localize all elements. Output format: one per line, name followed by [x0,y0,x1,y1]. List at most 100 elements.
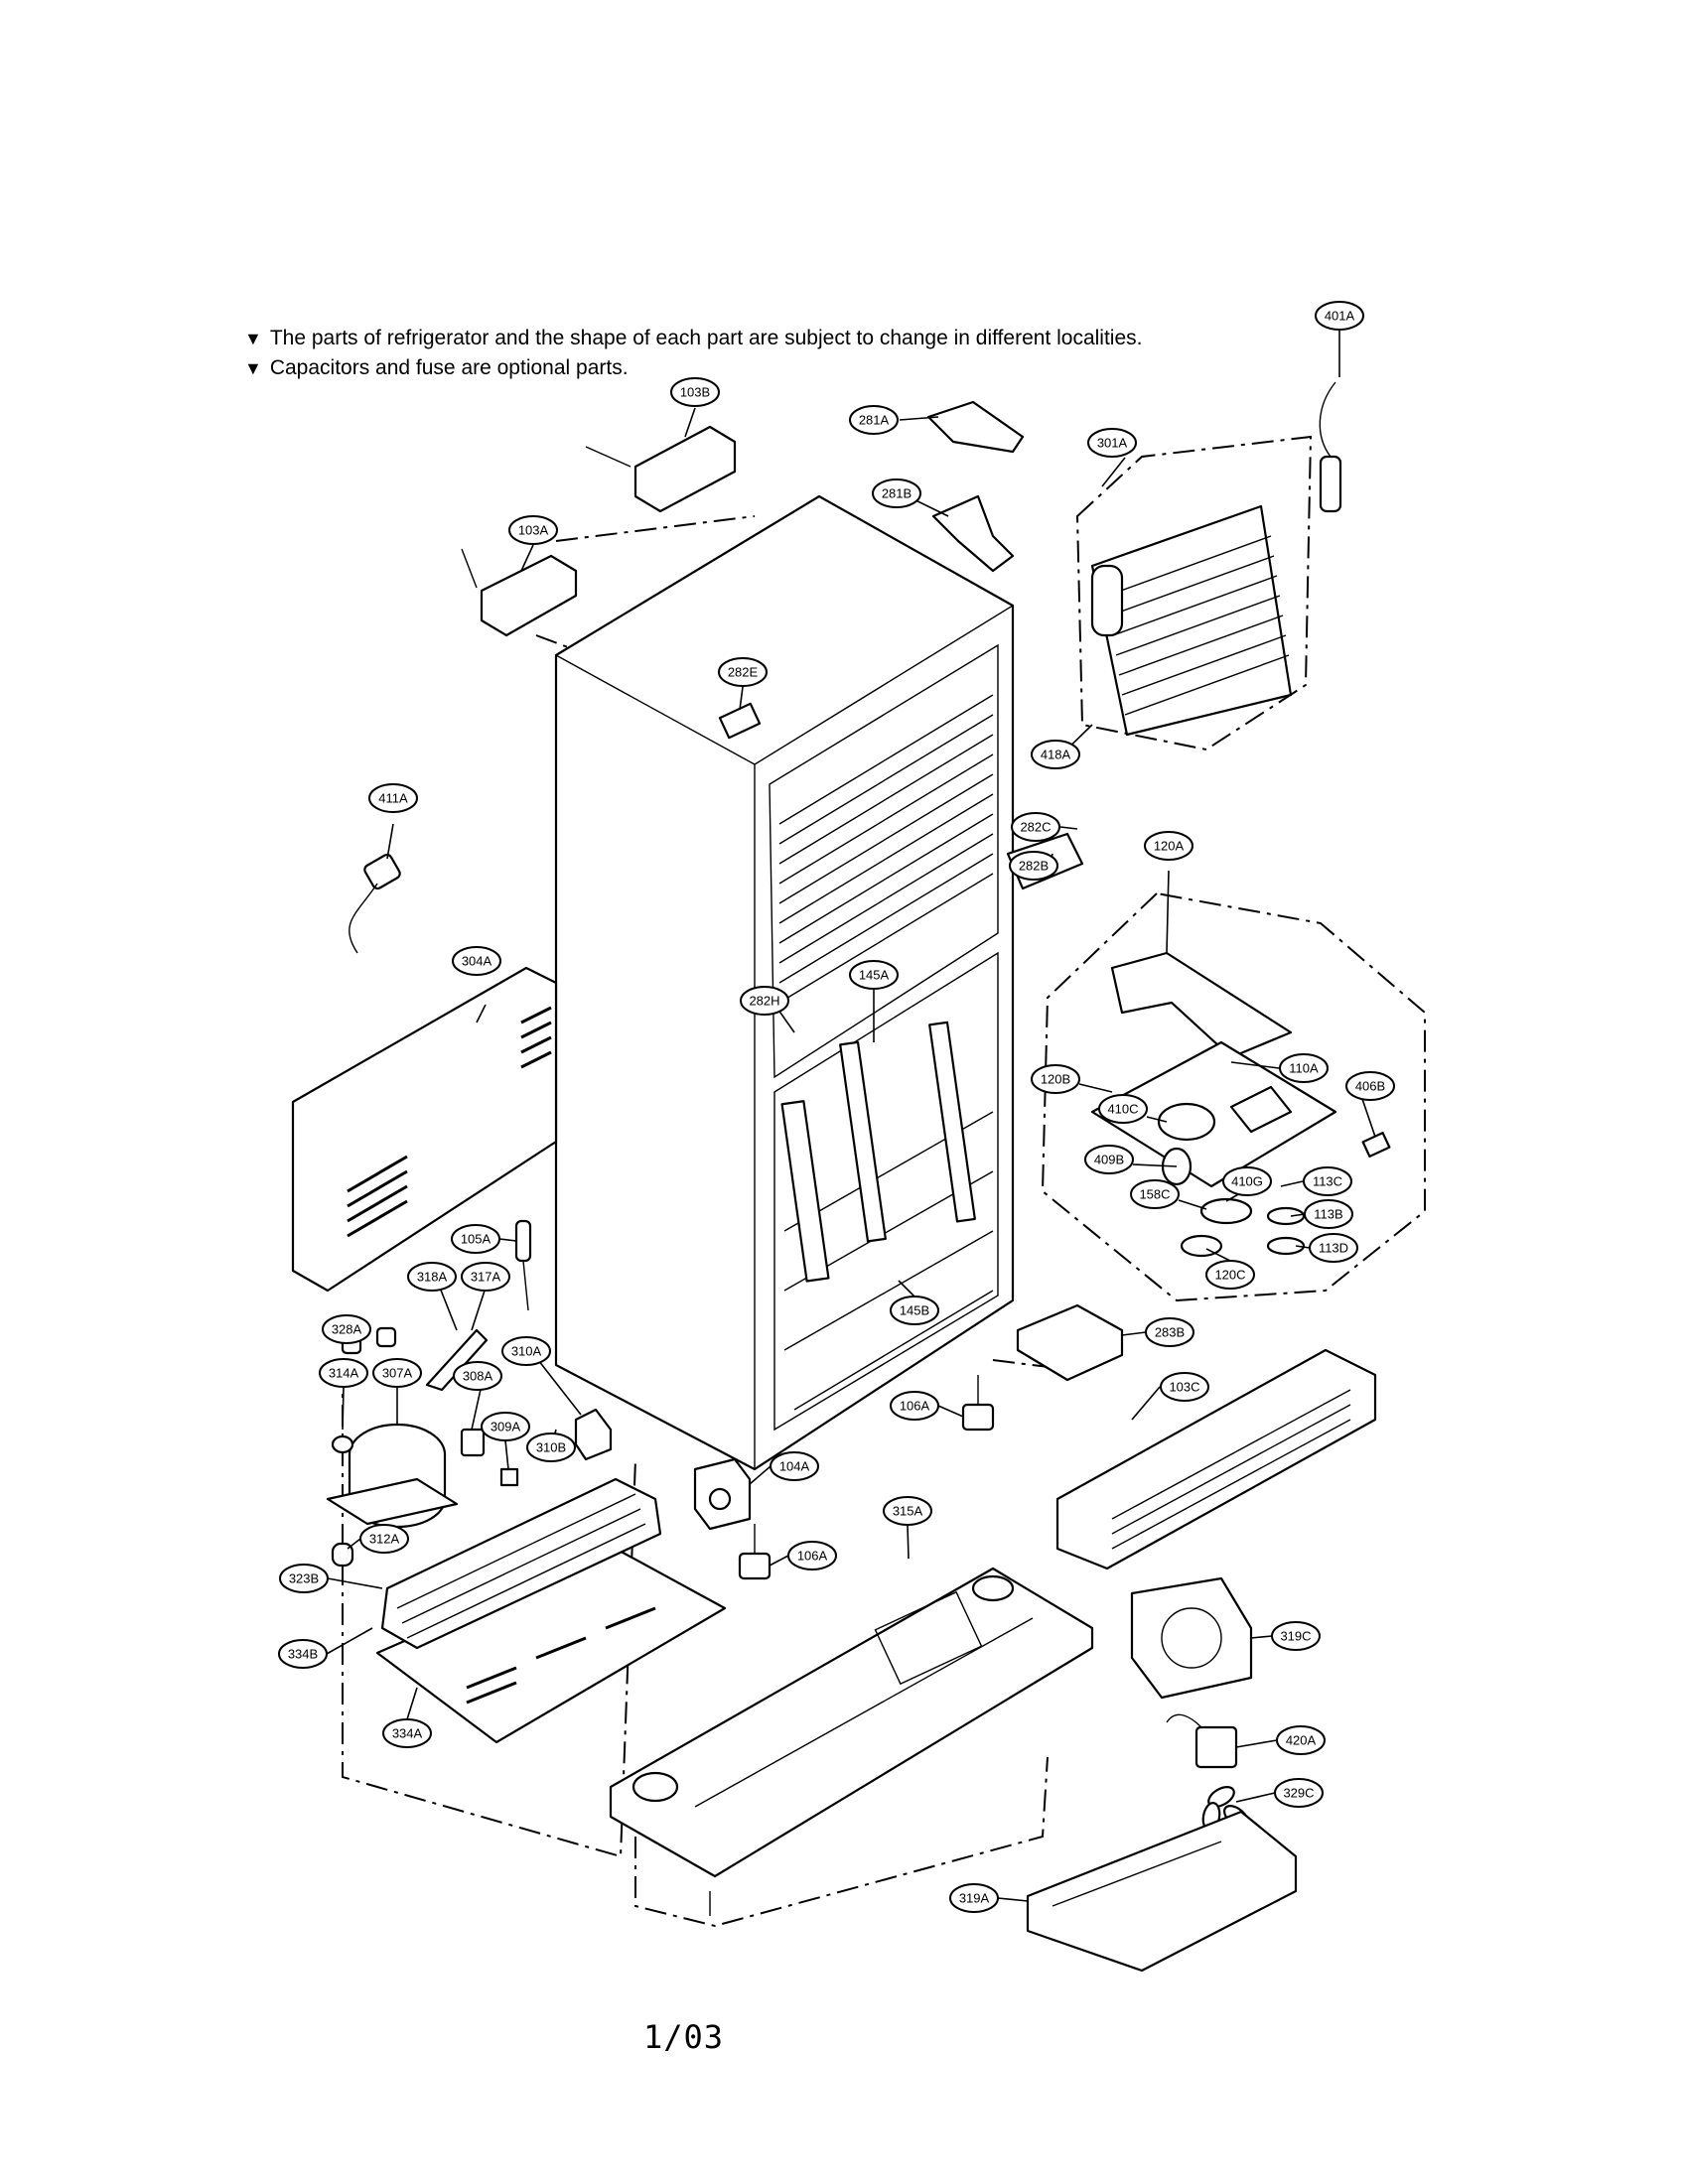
cabinet [554,494,1015,1471]
svg-text:401A: 401A [1325,309,1355,324]
svg-text:145B: 145B [900,1303,929,1318]
callout-282b: 282B [1009,851,1058,881]
svg-text:420A: 420A [1286,1733,1317,1748]
svg-text:318A: 318A [417,1270,448,1285]
callout-282e: 282E [718,657,768,687]
svg-text:282C: 282C [1020,820,1051,835]
svg-text:113B: 113B [1314,1207,1342,1222]
callout-329c: 329C [1274,1778,1324,1808]
callout-158c: 158C [1130,1179,1180,1209]
rear-cover-304a [291,966,558,1293]
callout-105a: 105A [451,1224,500,1254]
callout-334b: 334B [278,1639,328,1669]
callout-319a: 319A [949,1883,999,1913]
svg-text:103A: 103A [518,523,549,538]
callout-113d: 113D [1309,1233,1358,1263]
dryer-105a [514,1219,532,1311]
note-line-1: ▼The parts of refrigerator and the shape… [244,324,1142,353]
callout-328a: 328A [322,1314,371,1344]
svg-text:120B: 120B [1041,1072,1070,1087]
callout-301a: 301A [1087,428,1137,458]
callout-418a: 418A [1031,740,1080,769]
callout-145b: 145B [890,1296,939,1325]
callout-401a: 401A [1315,301,1364,331]
fan-shroud-319c [1130,1576,1253,1700]
triangle-marker-icon: ▼ [244,329,262,348]
svg-text:106A: 106A [797,1549,828,1564]
callout-282c: 282C [1011,812,1060,842]
callout-420a: 420A [1276,1725,1326,1755]
svg-text:281B: 281B [882,486,912,501]
callout-282h: 282H [740,986,789,1016]
svg-text:334B: 334B [288,1647,318,1662]
svg-text:323B: 323B [289,1571,319,1586]
svg-text:418A: 418A [1041,748,1071,762]
svg-text:411A: 411A [378,791,408,806]
leveling-leg-106a-right [961,1375,995,1432]
top-hinge-281b [931,494,1015,573]
callout-323b: 323B [279,1564,329,1593]
front-grille-103c [1055,1348,1377,1570]
callout-310a: 310A [501,1336,551,1366]
callout-334a: 334A [382,1718,432,1748]
svg-text:281A: 281A [859,413,890,428]
svg-text:103C: 103C [1169,1380,1199,1395]
callout-312a: 312A [359,1524,409,1554]
svg-text:310A: 310A [511,1344,542,1359]
callout-281b: 281B [872,478,921,508]
base-plate-outline [634,1756,1049,1928]
svg-text:282B: 282B [1019,859,1049,874]
callout-315a: 315A [883,1496,932,1526]
svg-text:310B: 310B [536,1440,566,1455]
svg-text:282H: 282H [749,994,779,1009]
callout-318a: 318A [407,1262,457,1292]
callout-304a: 304A [452,946,501,976]
hinge-dash-4 [992,1359,1073,1371]
svg-text:334A: 334A [392,1726,423,1741]
small-parts-machine-room [331,1326,613,1568]
svg-text:158C: 158C [1139,1187,1170,1202]
callout-281a: 281A [849,405,899,435]
callout-106a-left: 106A [787,1541,837,1570]
hinge-dash-1 [555,515,756,542]
callout-110a: 110A [1279,1053,1329,1083]
callout-319c: 319C [1271,1621,1321,1651]
svg-text:409B: 409B [1094,1153,1124,1167]
callout-310b: 310B [526,1433,576,1462]
callout-120c: 120C [1205,1260,1255,1290]
condenser-group-outline [1075,435,1313,751]
page-number: 1/03 [643,2018,725,2056]
hinge-dash-2 [535,634,577,651]
svg-text:307A: 307A [382,1366,413,1381]
control-box-120a [1090,951,1391,1258]
fan-motor-420a [1166,1713,1238,1769]
svg-text:304A: 304A [462,954,492,969]
svg-text:283B: 283B [1155,1325,1185,1340]
svg-text:120A: 120A [1154,839,1185,854]
svg-text:110A: 110A [1289,1061,1319,1076]
svg-text:328A: 328A [332,1322,362,1337]
callout-145a: 145A [849,960,899,990]
callout-309a: 309A [481,1412,530,1441]
label-282e [718,702,762,740]
triangle-marker-icon: ▼ [244,358,262,378]
svg-text:329C: 329C [1283,1786,1314,1801]
svg-text:105A: 105A [461,1232,491,1247]
svg-text:315A: 315A [893,1504,923,1519]
svg-text:103B: 103B [680,385,710,400]
callout-411a: 411A [368,783,418,813]
power-cord-411a [349,853,401,954]
svg-text:312A: 312A [369,1532,400,1547]
callout-409b: 409B [1084,1145,1134,1174]
callout-406b: 406B [1345,1071,1395,1101]
svg-text:106A: 106A [900,1399,930,1414]
callout-283b: 283B [1145,1317,1194,1347]
svg-text:145A: 145A [859,968,890,983]
sensor-401a [1319,381,1342,513]
callout-103a: 103A [508,515,558,545]
svg-text:317A: 317A [471,1270,501,1285]
callout-104a: 104A [770,1451,819,1481]
svg-text:113D: 113D [1319,1241,1348,1256]
svg-text:410C: 410C [1107,1102,1138,1117]
svg-text:319C: 319C [1280,1629,1311,1644]
